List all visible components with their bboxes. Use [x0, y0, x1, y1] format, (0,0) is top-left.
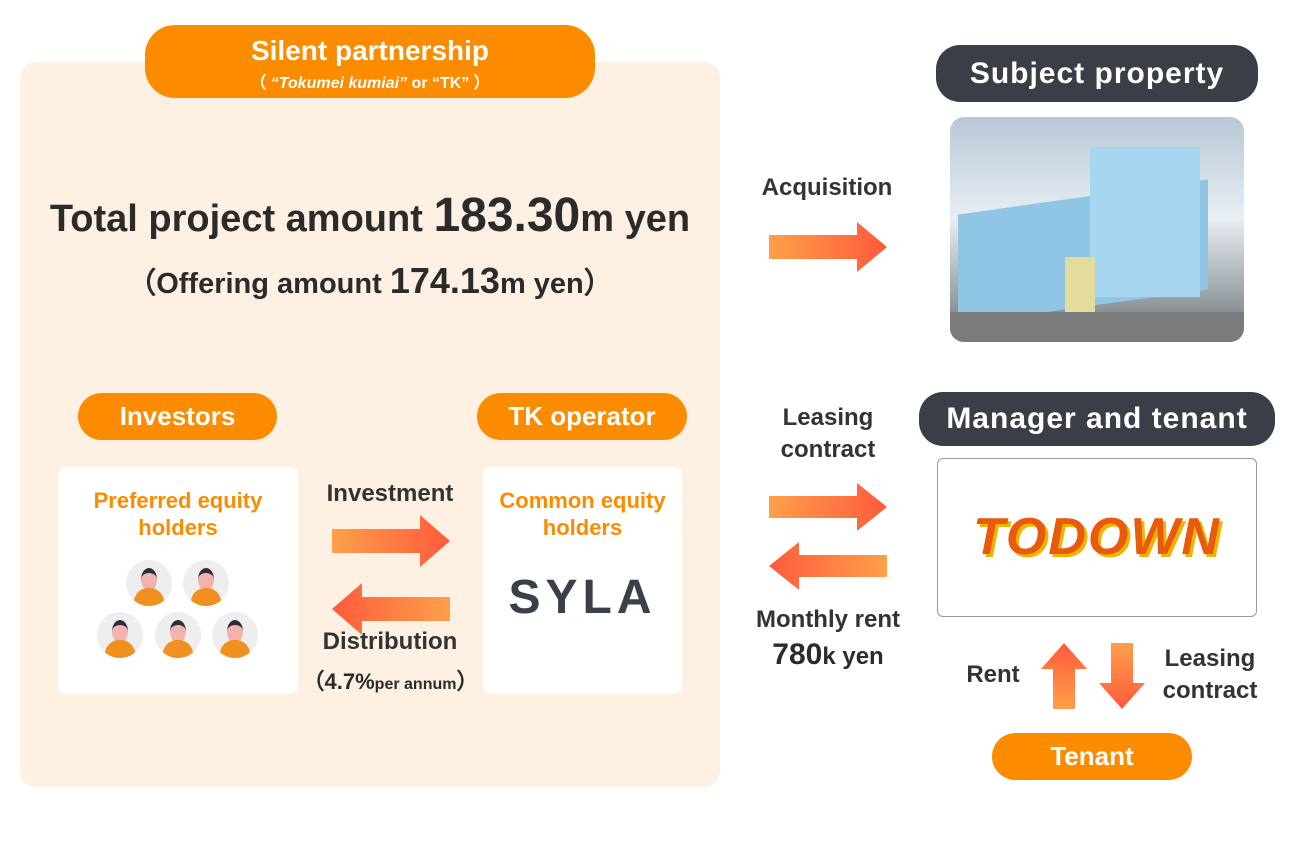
syla-logo: SYLA [508, 571, 657, 624]
partnership-title: Silent partnership [250, 35, 490, 66]
total-project-amount: Total project amount 183.30m yen [49, 189, 691, 242]
investor-avatar-icon [126, 560, 172, 606]
monthly-rent-value: 780k yen [772, 638, 884, 671]
property-photo [950, 117, 1244, 342]
investor-avatar-icon [183, 560, 229, 606]
distribution-arrow-icon [332, 583, 450, 635]
rent-up-arrow-icon [1041, 643, 1087, 709]
tenant-leasing-contract-label: Leasing contract [1162, 645, 1258, 704]
manager-tenant-pill: Manager and tenant [919, 392, 1275, 446]
tenant-pill: Tenant [992, 733, 1192, 780]
acquisition-arrow-icon [769, 222, 887, 272]
silent-partnership-pill: Silent partnership （ “Tokumei kumiai” or… [145, 25, 595, 98]
partnership-subtitle: （ “Tokumei kumiai” or “TK” ） [250, 75, 490, 92]
common-equity-holders: Common equity holders [499, 488, 666, 540]
investors-pill: Investors [78, 393, 277, 440]
investment-label: Investment [326, 480, 454, 507]
monthly-rent-label: Monthly rent [756, 606, 900, 633]
rent-label: Rent [966, 661, 1020, 688]
preferred-equity-holders: Preferred equity holders [93, 488, 263, 540]
tk-operator-pill: TK operator [477, 393, 687, 440]
leasing-contract-label: Leasing contract [780, 404, 876, 463]
distribution-label: Distribution [322, 628, 458, 655]
investor-avatar-icon [212, 612, 258, 658]
subject-property-pill: Subject property [936, 45, 1258, 102]
rent-arrow-icon [769, 542, 887, 590]
investor-avatar-icon [97, 612, 143, 658]
todown-logo: TODOWN [973, 508, 1221, 566]
leasing-down-arrow-icon [1099, 643, 1145, 709]
investor-avatar-icon [155, 612, 201, 658]
investment-arrow-icon [332, 515, 450, 567]
investors-card: Preferred equity holders [58, 467, 298, 694]
operator-card: Common equity holders SYLA [483, 467, 682, 694]
acquisition-label: Acquisition [761, 174, 893, 201]
todown-logo-box: TODOWN [937, 458, 1257, 617]
distribution-rate: （4.7%per annum） [302, 669, 479, 694]
leasing-arrow-icon [769, 483, 887, 531]
offering-amount: （Offering amount 174.13m yen） [127, 260, 613, 301]
